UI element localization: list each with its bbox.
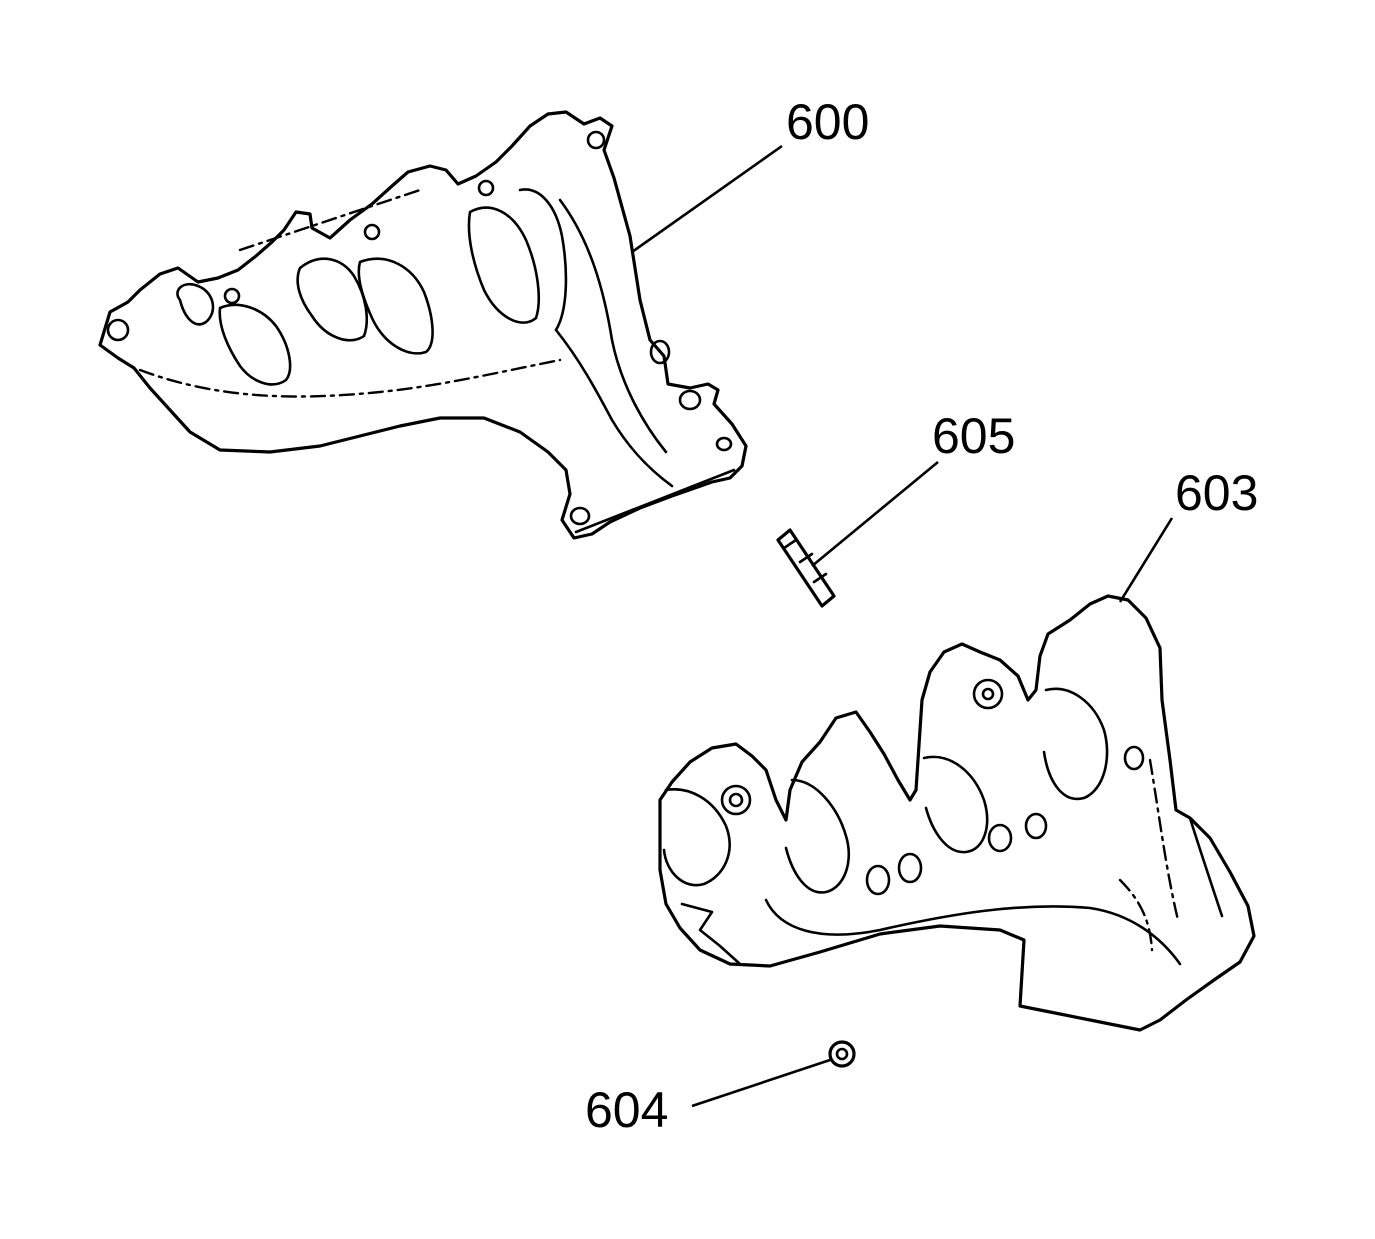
callout-605: 605 [932, 408, 1015, 464]
stud-605 [776, 528, 836, 608]
callout-604: 604 [585, 1082, 668, 1138]
nut-604 [828, 1040, 856, 1068]
callout-603: 603 [1175, 465, 1258, 521]
manifold-603 [658, 594, 1256, 1032]
leader-600 [631, 144, 783, 254]
manifold-600 [98, 110, 748, 540]
leader-605 [811, 460, 939, 568]
leader-604 [691, 1058, 831, 1108]
leader-603 [1118, 517, 1174, 603]
callout-600: 600 [786, 94, 869, 150]
